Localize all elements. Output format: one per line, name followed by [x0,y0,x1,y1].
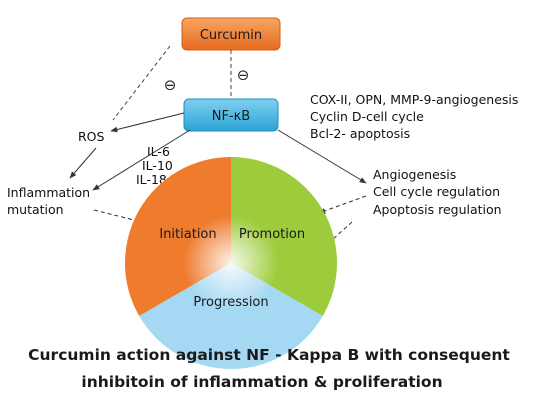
ros-label: ROS [78,129,105,144]
nfkb-label: NF-κB [212,109,250,124]
nfkb-to-outcomes-arrow [277,129,367,184]
inflammation-to-initiation-arrow [93,209,143,224]
curcumin-node: Curcumin [181,17,281,51]
outcome-cell-cycle: Cell cycle regulation [373,184,500,199]
gene-target-cell-cycle: Cyclin D-cell cycle [310,109,424,124]
il10-label: IL-10 [142,158,173,173]
outcome-apoptosis: Apoptosis regulation [373,202,502,217]
nfkb-to-ros-arrow [110,112,185,133]
gene-target-angiogenesis: COX-II, OPN, MMP-9-angiogenesis [310,92,518,107]
curcumin-label: Curcumin [200,28,262,43]
inhibition-symbol-nfkb: ⊖ [237,66,250,84]
outcomes-to-promotion-arrow [318,195,367,214]
promotion-label: Promotion [239,227,305,242]
curcumin-to-ros-inhibition-line [112,45,171,121]
outcome-angiogenesis: Angiogenesis [373,167,456,182]
cancer-stage-pie: Initiation Promotion Progression [124,157,338,370]
ros-to-inflammation-arrow [69,147,97,179]
initiation-label: Initiation [159,227,216,242]
progression-label: Progression [193,295,268,310]
caption-line-1: Curcumin action against NF - Kappa B wit… [28,346,510,364]
nfkb-to-inflammation-arrow [92,129,191,191]
gene-target-apoptosis: Bcl-2- apoptosis [310,126,410,141]
il6-label: IL-6 [147,144,170,159]
nfkb-node: NF-κB [183,98,279,132]
inhibition-symbol-ros: ⊖ [164,76,177,94]
inflammation-label: Inflammation [7,185,90,200]
caption-line-2: inhibitoin of inflammation & proliferati… [81,373,442,391]
il18-label: IL-18 [136,172,167,187]
mutation-label: mutation [7,202,64,217]
